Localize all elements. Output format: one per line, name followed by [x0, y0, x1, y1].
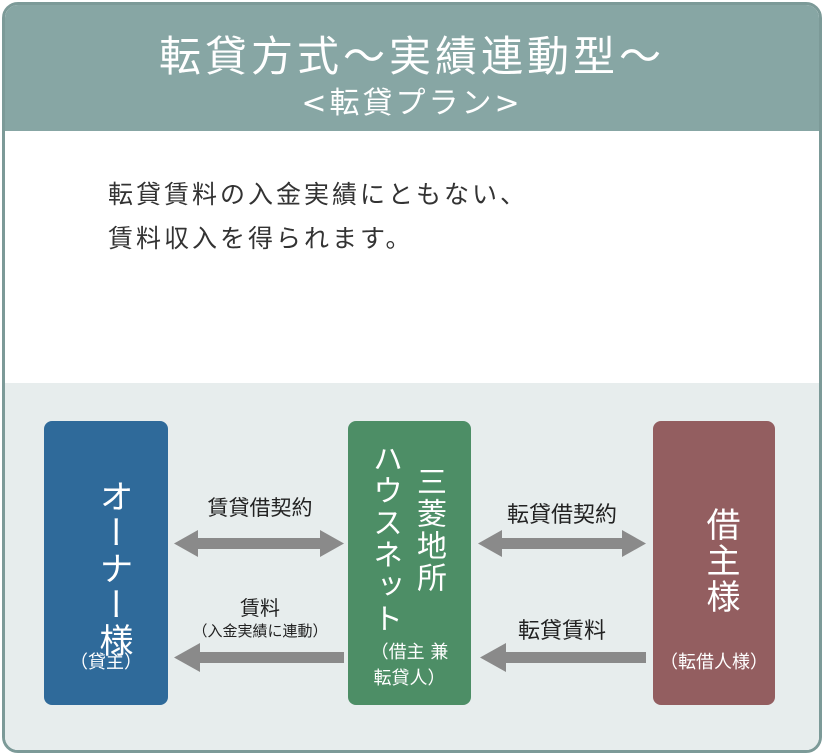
left-payment-label: 賃料 — [240, 596, 280, 620]
description: 転貸賃料の入金実績にともない、 賃料収入を得られます。 — [108, 173, 528, 261]
mitsubishi-name-line2: ハウスネット — [367, 443, 402, 635]
left-payment-arrow — [174, 643, 344, 672]
right-contract-arrow — [478, 530, 646, 557]
mitsubishi-role-line2: 転貸人） — [373, 668, 446, 689]
page-subtitle: <転貸プラン> — [301, 86, 523, 121]
description-line-2: 賃料収入を得られます。 — [108, 224, 414, 253]
owner-box: オーナー様 （貸主） — [44, 421, 168, 705]
owner-role: （貸主） — [70, 652, 142, 673]
mitsubishi-box: 三菱地所 ハウスネット （借主 兼 転貸人） — [348, 421, 471, 705]
page-title: 転貸方式〜実績連動型〜 — [158, 32, 665, 81]
left-payment-note: （入金実績に連動） — [192, 622, 328, 640]
right-payment-arrow — [480, 643, 646, 672]
owner-name: オーナー様 — [93, 479, 133, 659]
borrower-role: （転借人様） — [660, 652, 768, 673]
right-contract-label: 転貸借契約 — [506, 503, 617, 528]
left-contract-label: 賃貸借契約 — [207, 496, 313, 520]
mitsubishi-name-line1: 三菱地所 — [411, 466, 446, 594]
borrower-name: 借主様 — [700, 507, 740, 615]
mitsubishi-role-line1: （借主 兼 — [370, 642, 449, 663]
mitsubishi-role: （借主 兼 転貸人） — [348, 640, 471, 692]
borrower-box: 借主様 （転借人様） — [653, 421, 775, 705]
description-line-1: 転貸賃料の入金実績にともない、 — [108, 180, 529, 209]
header-banner: 転貸方式〜実績連動型〜 <転貸プラン> — [5, 5, 819, 131]
right-payment-label: 転貸賃料 — [517, 619, 606, 644]
left-contract-arrow — [174, 530, 344, 557]
